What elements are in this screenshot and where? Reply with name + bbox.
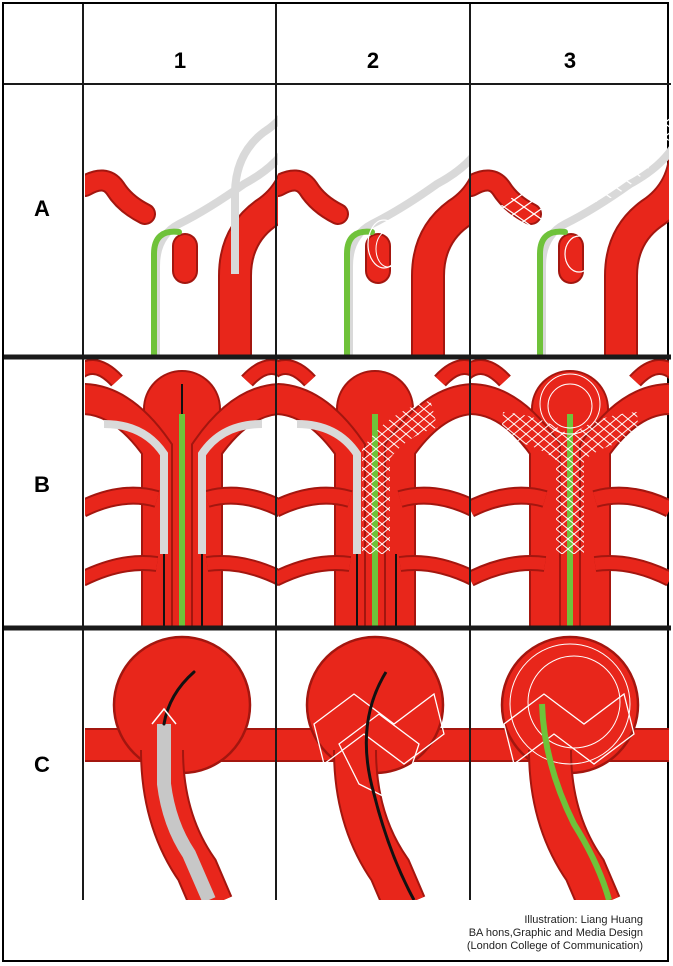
panel-b3 xyxy=(460,367,671,629)
panel-c3 xyxy=(470,637,670,905)
credit-line-2: BA hons,Graphic and Media Design xyxy=(467,927,643,940)
row-label-a: A xyxy=(22,196,62,222)
row-label-c: C xyxy=(22,752,62,778)
panel-grid xyxy=(4,4,671,964)
panel-a2 xyxy=(278,86,493,356)
panel-a1 xyxy=(85,64,300,356)
panel-b2 xyxy=(265,367,485,629)
column-label-2: 2 xyxy=(353,48,393,74)
panel-b1 xyxy=(72,367,292,629)
column-label-3: 3 xyxy=(550,48,590,74)
panel-c2 xyxy=(275,637,475,905)
panel-c1 xyxy=(82,637,282,905)
illustration-credit: Illustration: Liang Huang BA hons,Graphi… xyxy=(467,914,643,953)
credit-line-1: Illustration: Liang Huang xyxy=(467,914,643,927)
panel-a3 xyxy=(471,86,671,356)
row-label-b: B xyxy=(22,472,62,498)
column-label-1: 1 xyxy=(160,48,200,74)
credit-line-3: (London College of Communication) xyxy=(467,940,643,953)
